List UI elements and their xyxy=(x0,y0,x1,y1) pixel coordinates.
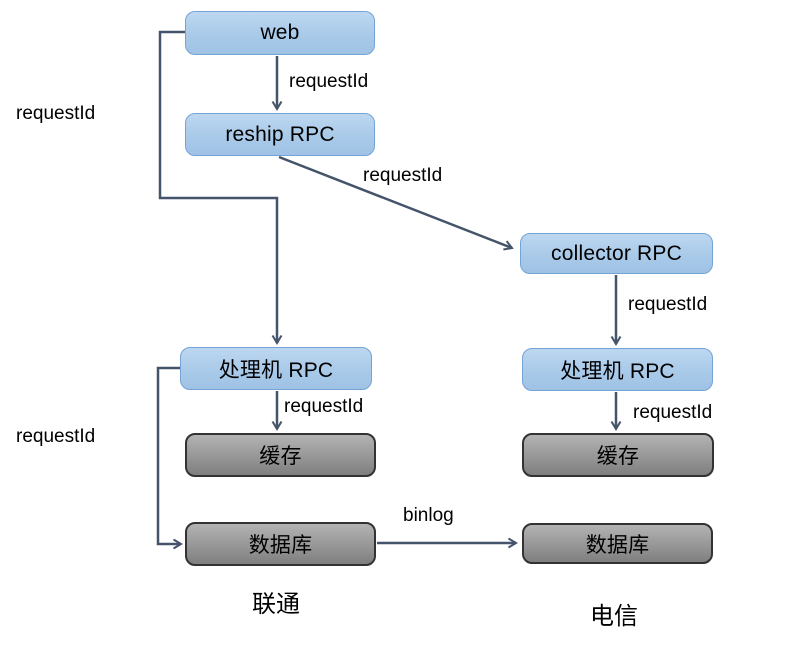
edge-label-web-to-processor-left: requestId xyxy=(16,103,96,124)
node-reship-rpc-label: reship RPC xyxy=(225,122,335,146)
edge-label-reship-to-collector: requestId xyxy=(363,165,443,186)
edge-label-collector-to-processor-right: requestId xyxy=(628,294,708,315)
edge-label-db-left-to-db-right: binlog xyxy=(403,505,454,526)
region-label-telecom: 电信 xyxy=(590,604,638,630)
region-label-unicom: 联通 xyxy=(252,592,300,618)
node-processor-rpc-right-label: 处理机 RPC xyxy=(560,359,675,383)
node-cache-left-label: 缓存 xyxy=(259,445,302,468)
node-db-left[interactable]: 数据库 xyxy=(185,522,376,566)
node-db-right[interactable]: 数据库 xyxy=(522,523,713,564)
node-collector-rpc-label: collector RPC xyxy=(551,241,682,265)
node-processor-rpc-right[interactable]: 处理机 RPC xyxy=(522,348,713,391)
node-db-left-label: 数据库 xyxy=(248,534,313,557)
edge-label-web-to-reship: requestId xyxy=(289,71,369,92)
edge-processor-left-to-db-left xyxy=(156,366,183,550)
node-processor-rpc-left-label: 处理机 RPC xyxy=(218,358,334,382)
node-processor-rpc-left[interactable]: 处理机 RPC xyxy=(180,347,372,390)
edge-reship-to-collector xyxy=(278,155,514,251)
edge-label-processor-left-to-cache-left: requestId xyxy=(284,396,364,417)
edge-web-to-processor-left xyxy=(158,30,283,345)
node-reship-rpc[interactable]: reship RPC xyxy=(185,113,375,156)
node-cache-left[interactable]: 缓存 xyxy=(185,433,376,477)
node-db-right-label: 数据库 xyxy=(585,533,650,557)
edge-label-processor-left-to-db-left: requestId xyxy=(16,426,96,447)
node-cache-right[interactable]: 缓存 xyxy=(522,433,714,477)
node-web[interactable]: web xyxy=(185,11,375,55)
node-web-label: web xyxy=(260,21,300,44)
node-collector-rpc[interactable]: collector RPC xyxy=(520,233,713,274)
edge-label-processor-right-to-cache-right: requestId xyxy=(633,402,713,423)
node-cache-right-label: 缓存 xyxy=(596,445,640,468)
